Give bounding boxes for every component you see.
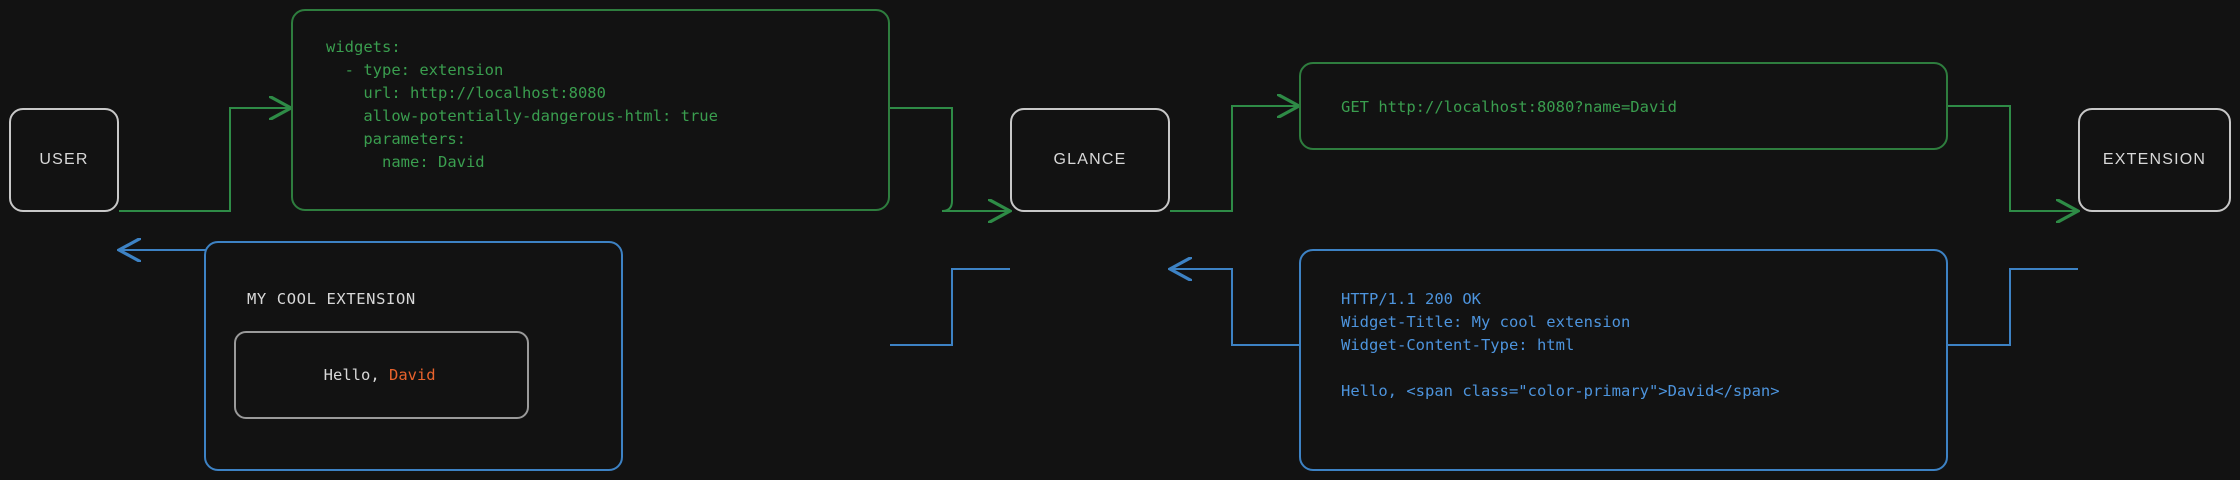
- node-glance[interactable]: GLANCE: [1010, 108, 1170, 212]
- edge-glance-to-request: [1170, 106, 1299, 212]
- edge-glance-to-widget: [890, 268, 1010, 346]
- edge-user-to-config: [119, 108, 291, 212]
- node-extension[interactable]: EXTENSION: [2078, 108, 2231, 212]
- edge-config-to-glance: [890, 107, 1010, 211]
- node-extension-label: EXTENSION: [2102, 151, 2207, 168]
- edge-extension-to-response: [1948, 268, 2078, 346]
- config-yaml-text: widgets: - type: extension url: http://l…: [326, 38, 718, 171]
- rendered-widget-accent-name: David: [388, 366, 436, 384]
- message-http-request: GET http://localhost:8080?name=David: [1299, 62, 1948, 150]
- http-response-text: HTTP/1.1 200 OK Widget-Title: My cool ex…: [1341, 290, 1780, 400]
- message-rendered-widget: MY COOL EXTENSION Hello, David: [204, 241, 623, 471]
- node-glance-label: GLANCE: [1053, 151, 1127, 168]
- edge-request-to-extension: [1948, 105, 2078, 211]
- rendered-widget-frame: Hello, David: [234, 331, 529, 419]
- edge-response-to-glance: [1170, 269, 1299, 346]
- rendered-widget-title: MY COOL EXTENSION: [247, 290, 416, 308]
- rendered-widget-greeting: Hello,: [323, 366, 389, 384]
- node-user[interactable]: USER: [9, 108, 119, 212]
- message-http-response: HTTP/1.1 200 OK Widget-Title: My cool ex…: [1299, 249, 1948, 471]
- http-request-text: GET http://localhost:8080?name=David: [1341, 98, 1677, 116]
- message-config-yaml: widgets: - type: extension url: http://l…: [291, 9, 890, 211]
- rendered-widget-body: Hello, David: [236, 348, 436, 402]
- node-user-label: USER: [39, 151, 89, 168]
